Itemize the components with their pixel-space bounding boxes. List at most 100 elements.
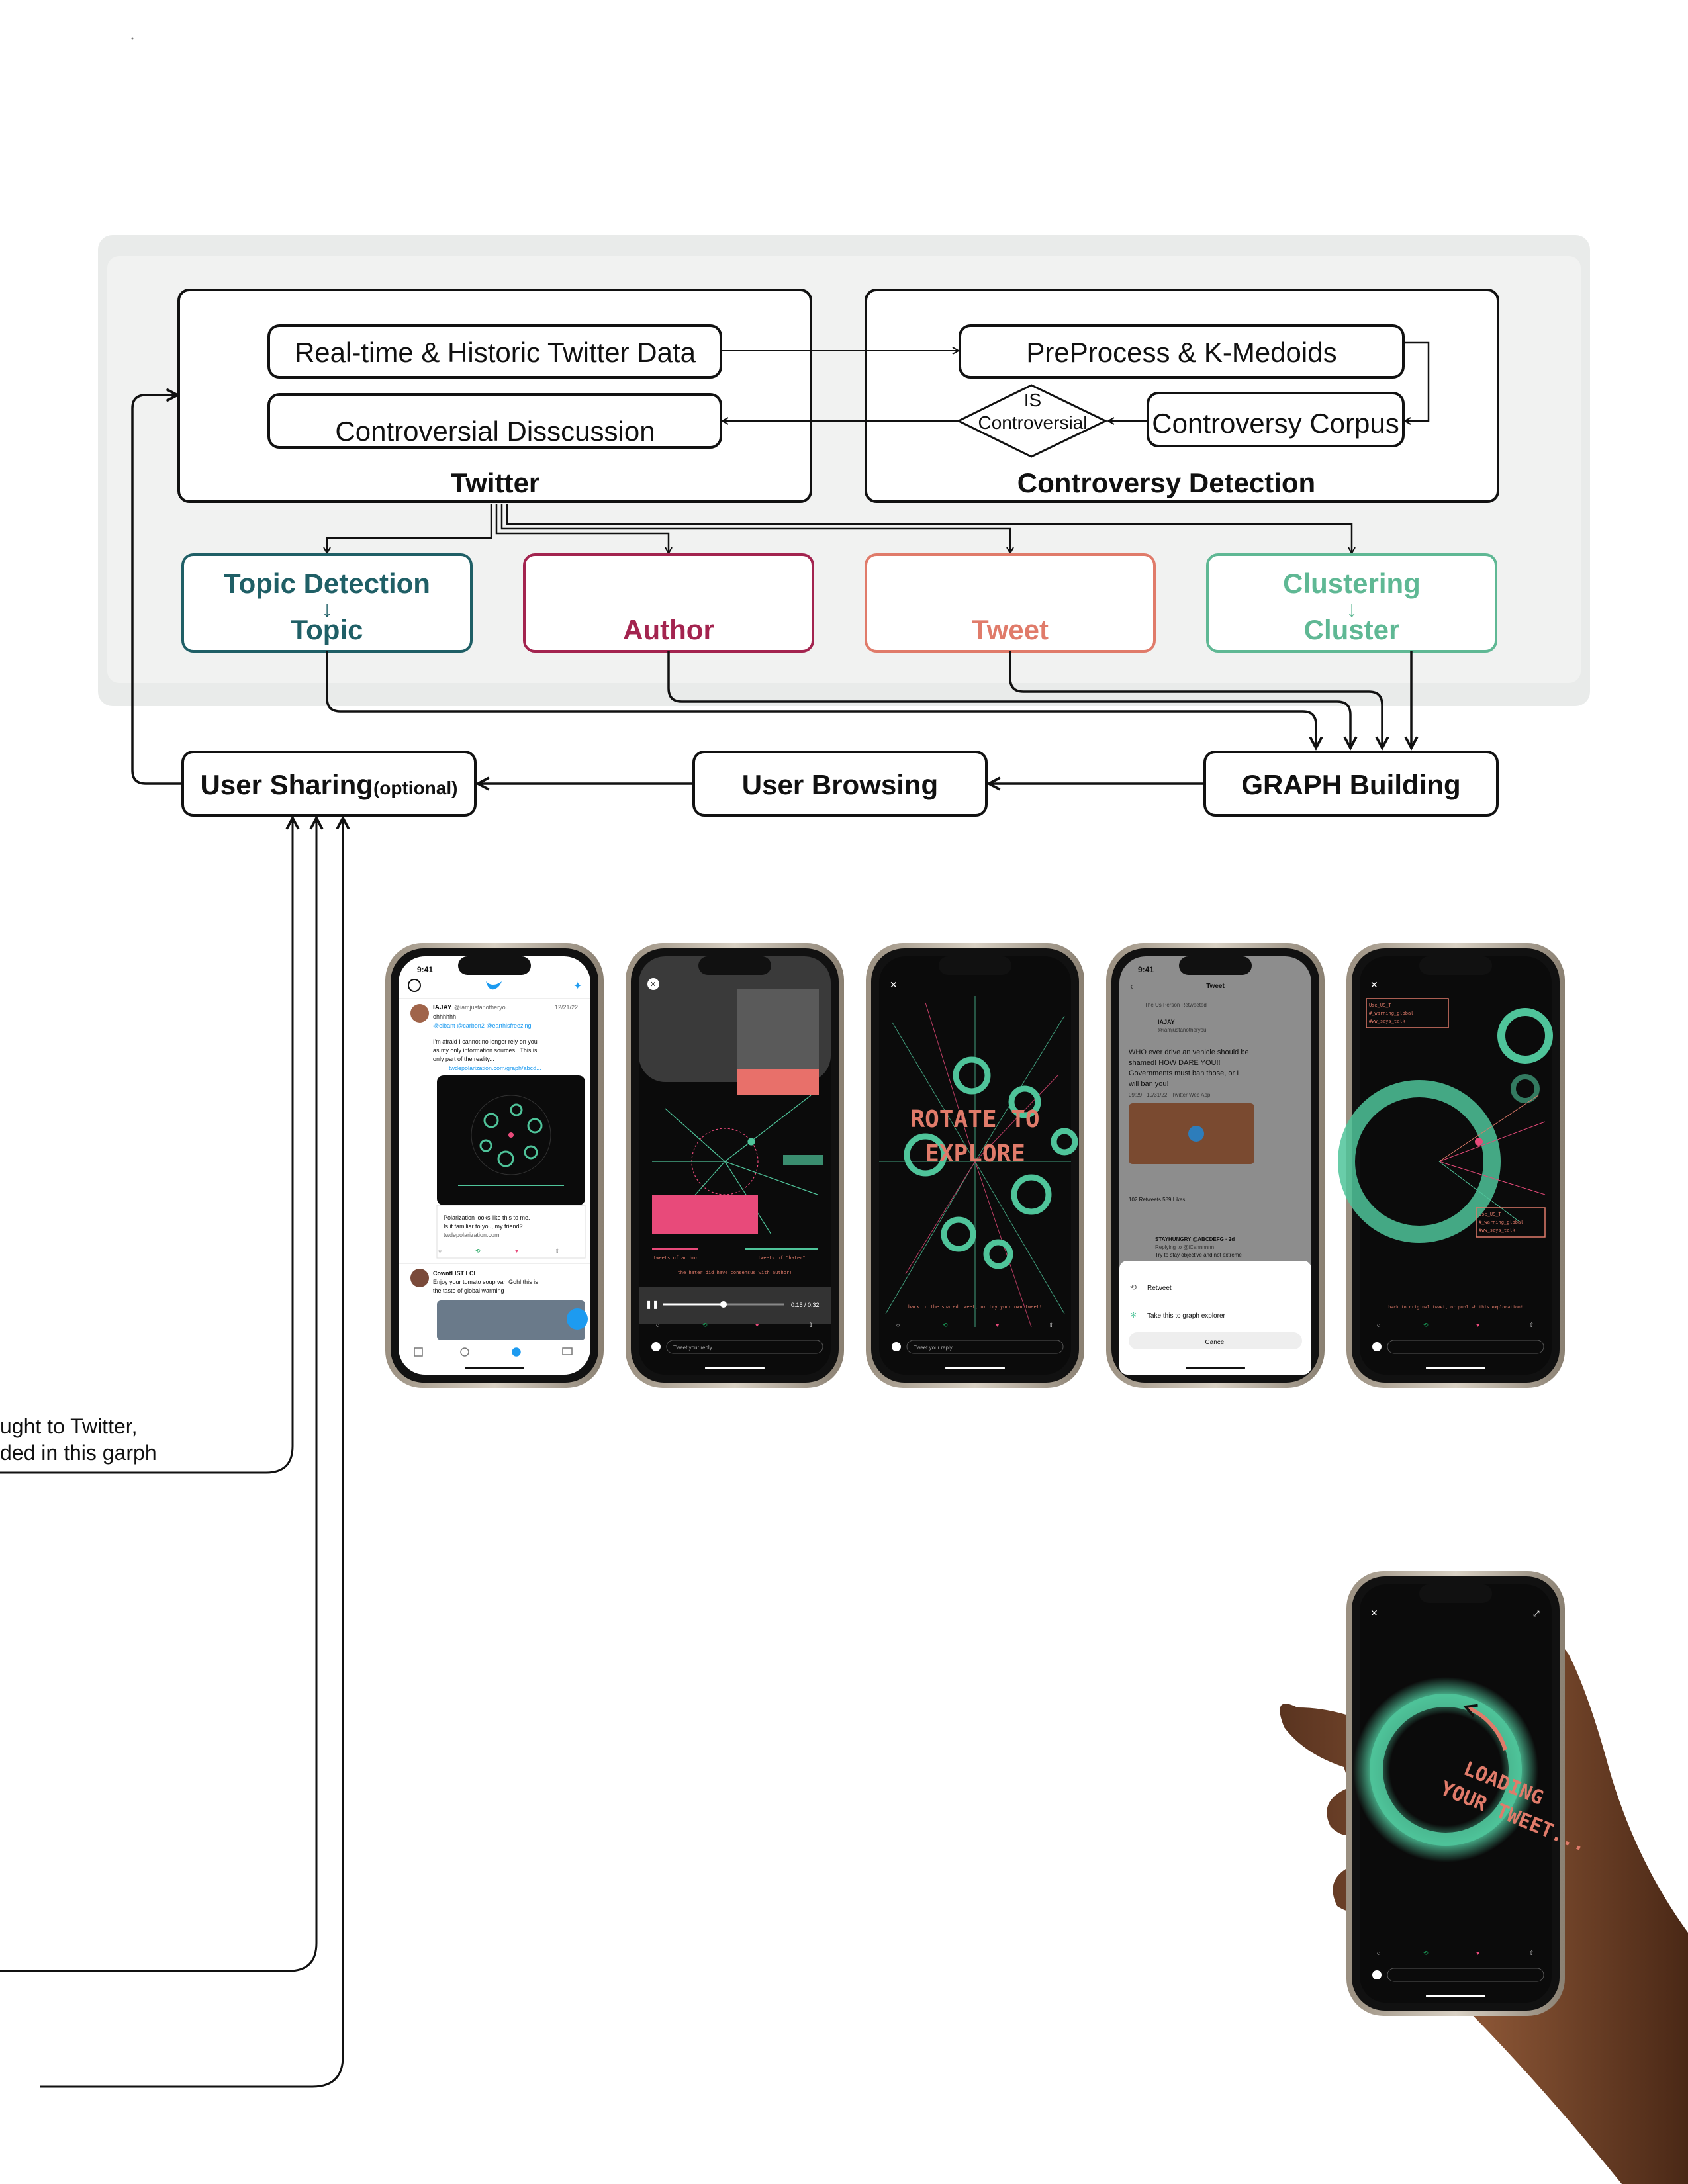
feed-card-line2: Is it familiar to you, my friend? (444, 1223, 523, 1230)
topic-arrow-glyph: ↓ (322, 597, 333, 622)
graph-tag-top (1366, 998, 1449, 1028)
phone-loading: ✕ ⤢ LOADING YOUR TWEET... ○ ⟲ ♥ ⇧ (1346, 1571, 1590, 2016)
loading-like-icon[interactable]: ♥ (1476, 1950, 1479, 1956)
rotate-bottom-hint: back to the shared tweet, or try your ow… (908, 1304, 1042, 1310)
video-close-icon[interactable] (647, 978, 659, 990)
graph-like-icon[interactable]: ♥ (1476, 1322, 1479, 1328)
video-like-icon[interactable]: ♥ (755, 1322, 759, 1328)
feed-avatar-2[interactable] (410, 1269, 429, 1287)
share-handle: @iamjustanotheryou (1158, 1027, 1207, 1033)
side-note-line1: ught to Twitter, (0, 1414, 138, 1438)
loading-share-icon[interactable]: ⇧ (1529, 1950, 1534, 1956)
loading-close-icon[interactable]: ✕ (1370, 1608, 1378, 1618)
feed-body-2: I'm afraid I cannot no longer rely on yo… (433, 1038, 538, 1045)
phone-feed: 9:41 ✦ IAJAY @iamjustanotheryou 12/21/22… (385, 943, 604, 1388)
side-note-line2: ded in this garph (0, 1441, 157, 1465)
video-reply-input[interactable] (666, 1340, 823, 1354)
rotate-close-icon[interactable]: ✕ (890, 979, 898, 990)
rotate-retweet-icon[interactable]: ⟲ (943, 1322, 948, 1328)
graph-actions: ○ ⟲ ♥ ⇧ (1377, 1322, 1534, 1328)
loading-reply-icon[interactable]: ○ (1377, 1950, 1380, 1956)
search-tab-icon[interactable] (460, 1347, 469, 1357)
loading-retweet-icon[interactable]: ⟲ (1423, 1950, 1429, 1956)
rotate-line1: ROTATE TO (910, 1106, 1039, 1133)
video-pause-icon[interactable]: ❚❚ (645, 1300, 659, 1309)
feed-refresh-icon[interactable] (408, 979, 421, 992)
feed-photo[interactable] (437, 1300, 585, 1340)
twitter-bird-icon (486, 981, 502, 990)
share-reply-to: Replying to @iCannnnnn (1155, 1244, 1214, 1250)
share-retweeted-by: The Us Person Retweeted (1145, 1002, 1207, 1008)
video-reply-placeholder: Tweet your reply (673, 1345, 712, 1351)
sheet-cancel-button[interactable] (1129, 1332, 1302, 1349)
rotate-line2: EXPLORE (925, 1140, 1025, 1167)
feed-actions[interactable]: ○ ⟲ ♥ ⇧ (438, 1248, 560, 1254)
compose-fab-icon[interactable] (567, 1308, 588, 1330)
video-share-icon[interactable]: ⇧ (808, 1322, 814, 1328)
graph-reply-input[interactable] (1387, 1340, 1544, 1354)
loading-reply-input[interactable] (1387, 1968, 1544, 1982)
user-sharing-main: User Sharing (201, 769, 373, 800)
share-reply-user: STAYHUNGRY @ABCDEFG · 2d (1155, 1236, 1235, 1242)
phone-rotate: ✕ ROTATE TO EXPLORE back to the shared t… (866, 943, 1084, 1388)
loading-expand-icon[interactable]: ⤢ (1532, 1609, 1540, 1618)
feed-mentions[interactable]: @elbant @carbon2 @earthisfreezing (433, 1023, 532, 1029)
graph-retweet-icon[interactable]: ⟲ (1423, 1322, 1429, 1328)
video-retweet-icon[interactable]: ⟲ (702, 1322, 708, 1328)
feed-link[interactable]: twdepolarization.com/graph/abcd... (449, 1065, 541, 1071)
reply-icon[interactable]: ○ (438, 1248, 442, 1254)
rotate-reply-avatar (892, 1342, 901, 1351)
svg-text:✕: ✕ (650, 981, 656, 989)
sheet-retweet-icon: ⟲ (1130, 1283, 1137, 1292)
share-back-icon[interactable]: ‹ (1130, 981, 1133, 991)
like-icon[interactable]: ♥ (515, 1248, 518, 1254)
topic-label: Topic (291, 614, 363, 645)
rotate-actions: ○ ⟲ ♥ ⇧ (896, 1322, 1054, 1328)
video-pink-card (652, 1195, 758, 1234)
sheet-graph[interactable]: Take this to graph explorer (1147, 1312, 1226, 1320)
feed-second-user: CowntLIST LCL (433, 1270, 477, 1277)
share-body-4: will ban you! (1128, 1080, 1169, 1088)
sparkle-icon[interactable]: ✦ (573, 981, 582, 992)
video-scrubber[interactable] (720, 1301, 727, 1308)
rotate-share-icon[interactable]: ⇧ (1049, 1322, 1054, 1328)
share-status-time: 9:41 (1138, 965, 1154, 974)
video-reply-icon[interactable]: ○ (656, 1322, 659, 1328)
feed-graph-card[interactable] (437, 1075, 585, 1205)
cluster-arrow-glyph: ↓ (1346, 597, 1358, 622)
feed-body-3: as my only information sources.. This is (433, 1047, 538, 1054)
feed-avatar[interactable] (410, 1004, 429, 1023)
edge-sharing-to-twitter (131, 395, 183, 785)
edge-preprocess-to-corpus (1403, 341, 1430, 421)
rotate-reply-input[interactable] (906, 1340, 1064, 1354)
phone-graph: ✕ Use_US_T #_warning_global #ww_says_tal… (1338, 943, 1565, 1388)
phone-graph-screen (1360, 956, 1552, 1375)
rotate-burst (879, 996, 1071, 1328)
feed-status-time: 9:41 (417, 965, 433, 974)
graph-bottom-hint: back to original tweet, or publish this … (1388, 1304, 1523, 1310)
sheet-retweet[interactable]: Retweet (1147, 1285, 1172, 1292)
retweet-icon[interactable]: ⟲ (475, 1248, 481, 1254)
twitter-box-title: Twitter (451, 467, 540, 498)
video-time: 0:15 / 0:32 (791, 1302, 820, 1308)
rotate-like-icon[interactable]: ♥ (996, 1322, 999, 1328)
sheet-cancel: Cancel (1205, 1339, 1225, 1346)
phone-share: 9:41 ‹ Tweet The Us Person Retweeted IAJ… (1106, 943, 1325, 1388)
share-icon[interactable]: ⇧ (555, 1248, 560, 1254)
notifications-tab-icon[interactable] (512, 1347, 521, 1357)
messages-tab-icon[interactable] (562, 1347, 573, 1355)
graph-tag-bottom (1476, 1207, 1546, 1238)
sheet-graph-icon: ✻ (1130, 1310, 1137, 1320)
graph-share-icon[interactable]: ⇧ (1529, 1322, 1534, 1328)
feed-card-domain: twdepolarization.com (444, 1232, 500, 1238)
controversy-box-title: Controversy Detection (1017, 467, 1315, 498)
graph-reply-icon[interactable]: ○ (1377, 1322, 1380, 1328)
share-play-icon[interactable] (1188, 1126, 1204, 1142)
rotate-reply-placeholder: Tweet your reply (914, 1345, 953, 1351)
rotate-reply-icon[interactable]: ○ (896, 1322, 900, 1328)
corner-dot (131, 37, 134, 40)
home-tab-icon[interactable] (414, 1347, 423, 1357)
feed-body-1: ohhhhhh (433, 1013, 456, 1020)
graph-close-icon[interactable]: ✕ (1370, 979, 1378, 990)
